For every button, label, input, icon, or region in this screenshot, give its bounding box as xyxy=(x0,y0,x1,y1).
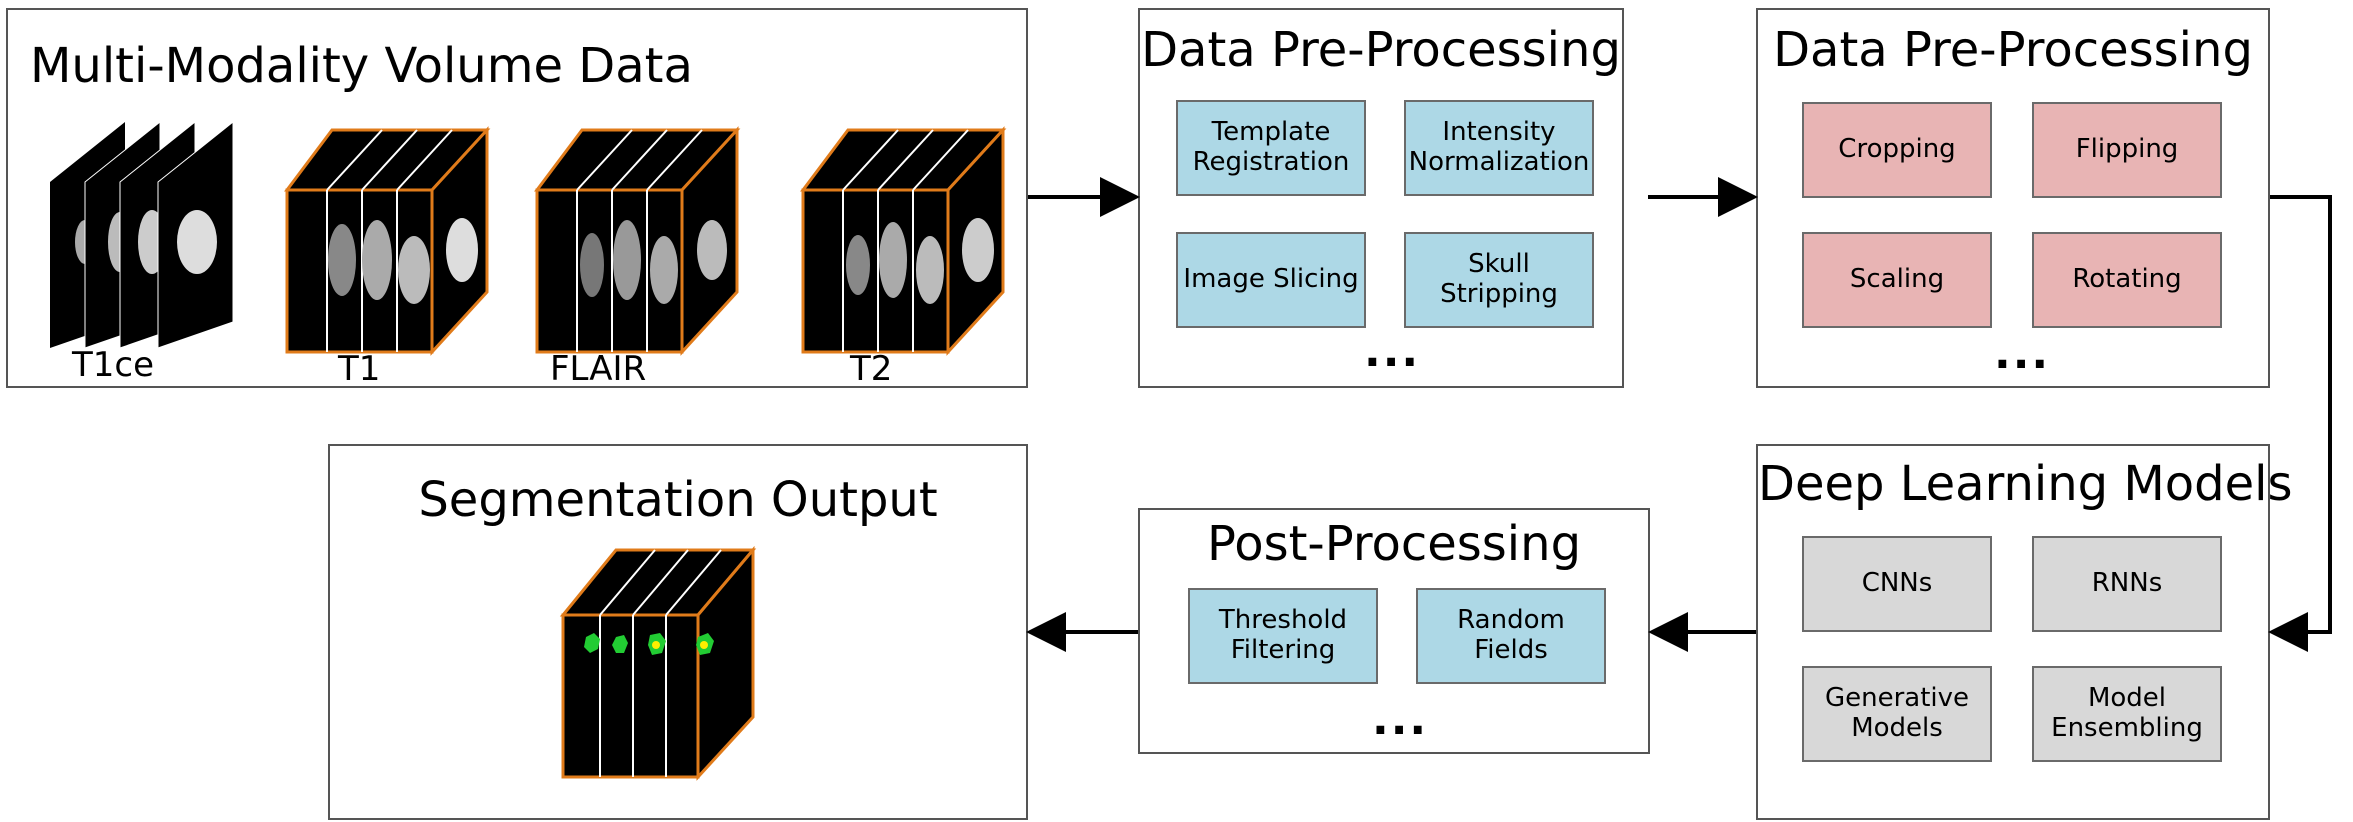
step-intensity-normalization: Intensity Normalization xyxy=(1404,100,1594,196)
models-panel: Deep Learning Models CNNs RNNs Generativ… xyxy=(1756,444,2293,820)
more-steps-ellipsis: ... xyxy=(1364,326,1421,377)
flair-volume-stack xyxy=(534,126,741,356)
augmentation-panel: Data Pre-Processing Cropping Flipping Sc… xyxy=(1756,8,2270,388)
t1ce-volume-stack xyxy=(50,120,234,349)
models-panel-title: Deep Learning Models xyxy=(1758,456,2293,512)
preprocessing-panel-title: Data Pre-Processing xyxy=(1141,22,1621,78)
modality-label-flair: FLAIR xyxy=(550,349,647,389)
step-flipping: Flipping xyxy=(2032,102,2222,198)
model-ensembling: Model Ensembling xyxy=(2032,666,2222,762)
step-image-slicing: Image Slicing xyxy=(1176,232,1366,328)
input-panel-title: Multi-Modality Volume Data xyxy=(30,38,693,94)
step-cropping: Cropping xyxy=(1802,102,1992,198)
postprocessing-panel: Post-Processing Threshold Filtering Rand… xyxy=(1138,508,1650,754)
more-augmentations-ellipsis: ... xyxy=(1994,328,2051,379)
step-rotating: Rotating xyxy=(2032,232,2222,328)
step-template-registration: Template Registration xyxy=(1176,100,1366,196)
modality-label-t1ce: T1ce xyxy=(72,345,155,385)
postprocessing-panel-title: Post-Processing xyxy=(1206,516,1582,572)
t2-volume-stack xyxy=(800,126,1007,356)
modality-label-t1: T1 xyxy=(338,349,381,389)
model-cnns: CNNs xyxy=(1802,536,1992,632)
step-skull-stripping: Skull Stripping xyxy=(1404,232,1594,328)
model-generative-models: Generative Models xyxy=(1802,666,1992,762)
augmentation-panel-title: Data Pre-Processing xyxy=(1773,22,2253,78)
step-random-fields: Random Fields xyxy=(1416,588,1606,684)
preprocessing-panel: Data Pre-Processing Template Registratio… xyxy=(1138,8,1624,388)
step-scaling: Scaling xyxy=(1802,232,1992,328)
output-panel-title: Segmentation Output xyxy=(418,472,938,528)
arrow-augmentation-to-models xyxy=(2268,195,2332,652)
t1-volume-stack xyxy=(284,126,491,356)
modality-label-t2: T2 xyxy=(850,349,893,389)
more-postprocessing-ellipsis: ... xyxy=(1372,694,1429,745)
step-threshold-filtering: Threshold Filtering xyxy=(1188,588,1378,684)
segmentation-volume-stack xyxy=(559,545,757,781)
model-rnns: RNNs xyxy=(2032,536,2222,632)
